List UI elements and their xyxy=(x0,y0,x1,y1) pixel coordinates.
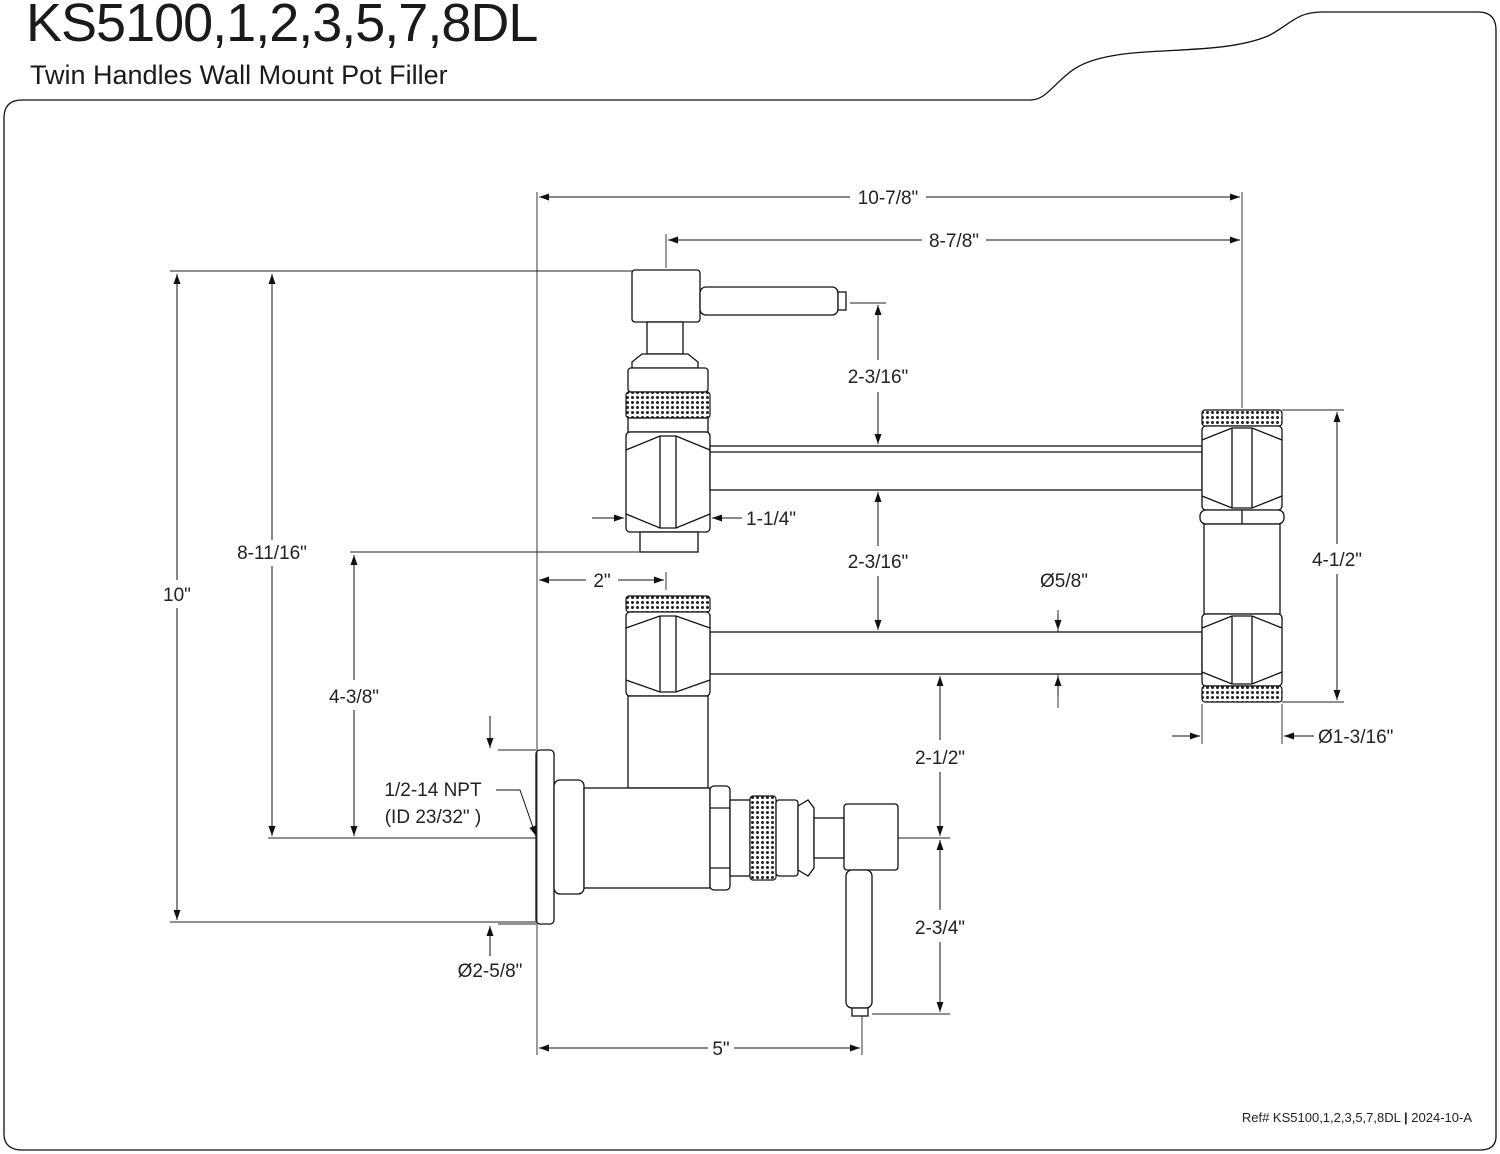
dim-flange-projection: 5" xyxy=(712,1039,729,1060)
npt-label: 1/2-14 NPT xyxy=(384,780,482,801)
extension-lines xyxy=(170,192,1344,1055)
dim-swivel-dia: Ø1-3/16" xyxy=(1318,727,1393,748)
dim-tube-dia: Ø5/8" xyxy=(1040,571,1088,592)
dim-handle-length: 2-3/4" xyxy=(915,918,965,939)
dim-top-to-inlet: 8-11/16" xyxy=(237,543,307,564)
model-number: KS5100,1,2,3,5,7,8DL xyxy=(26,0,538,53)
title-border xyxy=(3,11,1497,1151)
dim-lower-arm-to-inlet: 4-3/8" xyxy=(329,687,379,708)
dim-lower-arm-to-handle: 2-1/2" xyxy=(915,748,965,769)
dim-arm-spacing: 2-3/16" xyxy=(848,552,909,573)
dim-swivel-height: 4-1/2" xyxy=(1312,550,1362,571)
dim-upper-handle-drop: 2-3/16" xyxy=(848,367,909,388)
dim-arm-reach: 8-7/8" xyxy=(929,231,979,252)
dimension-lines xyxy=(173,193,1341,1052)
ref-revision: 2024-10-A xyxy=(1411,1110,1472,1125)
ref-label: Ref# KS5100,1,2,3,5,7,8DL xyxy=(1241,1110,1401,1125)
dimension-labels: 10-7/8" 8-7/8" 2-3/16" 2-3/16" 1-1/4" 10… xyxy=(163,188,1393,1060)
dim-flange-dia: Ø2-5/8" xyxy=(458,961,523,982)
dim-overall-height: 10" xyxy=(163,585,191,606)
reference-footer: Ref# KS5100,1,2,3,5,7,8DL | 2024-10-A xyxy=(1242,1110,1472,1125)
dim-offset: 2" xyxy=(593,571,610,592)
product-title: Twin Handles Wall Mount Pot Filler xyxy=(30,60,448,90)
ref-separator: | xyxy=(1404,1110,1408,1125)
dim-valve-width: 1-1/4" xyxy=(746,509,796,530)
pot-filler-outline xyxy=(535,269,1285,1017)
npt-id-label: (ID 23/32" ) xyxy=(385,807,482,828)
dim-overall-width: 10-7/8" xyxy=(858,188,919,209)
